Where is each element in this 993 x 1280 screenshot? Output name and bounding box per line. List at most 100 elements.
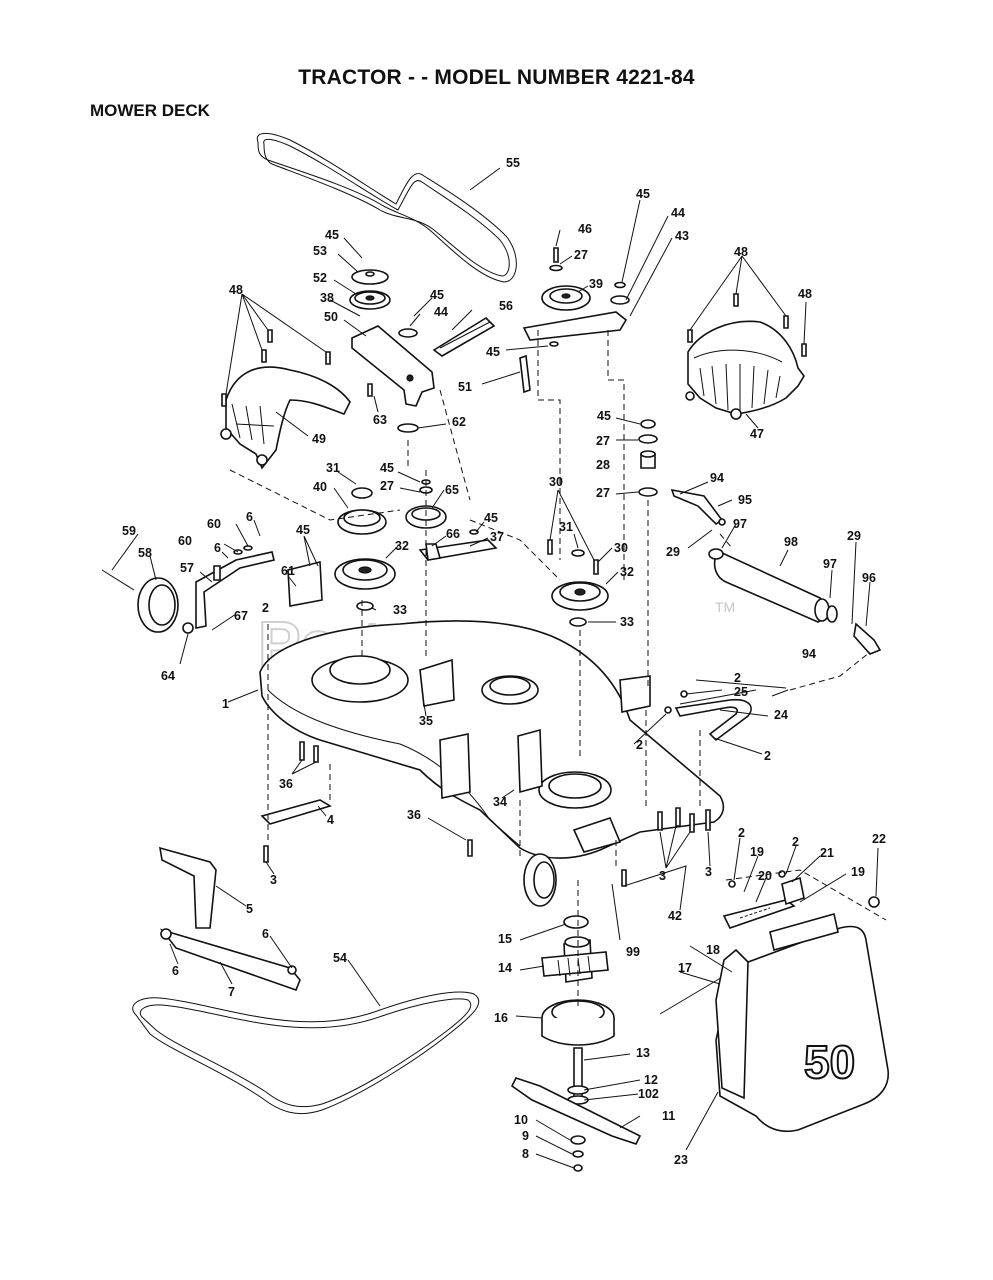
- belt-cover-right[interactable]: [685, 320, 805, 420]
- callout-45[interactable]: 45: [430, 288, 444, 302]
- callout-97[interactable]: 97: [733, 517, 747, 531]
- spring-bracket[interactable]: [722, 869, 887, 929]
- callout-5[interactable]: 5: [246, 902, 253, 916]
- callout-38[interactable]: 38: [320, 291, 334, 305]
- callout-47[interactable]: 47: [750, 427, 764, 441]
- callout-62[interactable]: 62: [452, 415, 466, 429]
- idler-bracket-assembly[interactable]: [349, 269, 531, 433]
- deck-bolts[interactable]: [263, 690, 880, 908]
- callout-39[interactable]: 39: [589, 277, 603, 291]
- callout-95[interactable]: 95: [738, 493, 752, 507]
- callout-51[interactable]: 51: [458, 380, 472, 394]
- callout-6[interactable]: 6: [246, 510, 253, 524]
- callout-15[interactable]: 15: [498, 932, 512, 946]
- spindle-assembly[interactable]: [510, 915, 725, 1172]
- callout-60[interactable]: 60: [207, 517, 221, 531]
- callout-55[interactable]: 55: [506, 156, 520, 170]
- belt-54[interactable]: [132, 991, 480, 1115]
- callout-45[interactable]: 45: [636, 187, 650, 201]
- callout-98[interactable]: 98: [784, 535, 798, 549]
- callout-2[interactable]: 2: [262, 601, 269, 615]
- callout-6[interactable]: 6: [172, 964, 179, 978]
- callout-1[interactable]: 1: [222, 697, 229, 711]
- callout-16[interactable]: 16: [494, 1011, 508, 1025]
- callout-9[interactable]: 9: [522, 1129, 529, 1143]
- callout-21[interactable]: 21: [820, 846, 834, 860]
- callout-24[interactable]: 24: [774, 708, 788, 722]
- callout-52[interactable]: 52: [313, 271, 327, 285]
- callout-94[interactable]: 94: [710, 471, 724, 485]
- callout-4[interactable]: 4: [327, 813, 334, 827]
- bracket-37[interactable]: [418, 529, 498, 561]
- callout-3[interactable]: 3: [659, 869, 666, 883]
- deck-cover[interactable]: 50: [715, 913, 889, 1132]
- gauge-wheel-left[interactable]: [101, 545, 323, 634]
- callout-10[interactable]: 10: [514, 1113, 528, 1127]
- callout-34[interactable]: 34: [493, 795, 507, 809]
- callout-48[interactable]: 48: [798, 287, 812, 301]
- callout-14[interactable]: 14: [498, 961, 512, 975]
- callout-32[interactable]: 32: [395, 539, 409, 553]
- callout-2[interactable]: 2: [734, 671, 741, 685]
- callout-45[interactable]: 45: [325, 228, 339, 242]
- callout-27[interactable]: 27: [596, 434, 610, 448]
- idler-arm-assembly[interactable]: [522, 247, 630, 347]
- callout-19[interactable]: 19: [851, 865, 865, 879]
- callout-60[interactable]: 60: [178, 534, 192, 548]
- callout-53[interactable]: 53: [313, 244, 327, 258]
- callout-50[interactable]: 50: [324, 310, 338, 324]
- callout-45[interactable]: 45: [296, 523, 310, 537]
- callout-27[interactable]: 27: [380, 479, 394, 493]
- callout-48[interactable]: 48: [734, 245, 748, 259]
- spindle-spacer-stack[interactable]: [638, 419, 658, 497]
- callout-59[interactable]: 59: [122, 524, 136, 538]
- callout-65[interactable]: 65: [445, 483, 459, 497]
- callout-23[interactable]: 23: [674, 1153, 688, 1167]
- callout-33[interactable]: 33: [620, 615, 634, 629]
- spindle-pulleys[interactable]: [334, 479, 609, 627]
- callout-17[interactable]: 17: [678, 961, 692, 975]
- callout-31[interactable]: 31: [559, 520, 573, 534]
- callout-19[interactable]: 19: [750, 845, 764, 859]
- callout-25[interactable]: 25: [734, 685, 748, 699]
- callout-29[interactable]: 29: [847, 529, 861, 543]
- callout-46[interactable]: 46: [578, 222, 592, 236]
- callout-35[interactable]: 35: [419, 714, 433, 728]
- callout-29[interactable]: 29: [666, 545, 680, 559]
- callout-56[interactable]: 56: [499, 299, 513, 313]
- callout-12[interactable]: 12: [644, 1073, 658, 1087]
- callout-61[interactable]: 61: [281, 564, 295, 578]
- callout-2[interactable]: 2: [636, 738, 643, 752]
- lift-links[interactable]: [159, 799, 332, 992]
- callout-42[interactable]: 42: [668, 909, 682, 923]
- callout-3[interactable]: 3: [270, 873, 277, 887]
- callout-13[interactable]: 13: [636, 1046, 650, 1060]
- callout-57[interactable]: 57: [180, 561, 194, 575]
- callout-27[interactable]: 27: [596, 486, 610, 500]
- callout-27[interactable]: 27: [574, 248, 588, 262]
- callout-3[interactable]: 3: [705, 865, 712, 879]
- callout-36[interactable]: 36: [279, 777, 293, 791]
- callout-54[interactable]: 54: [333, 951, 347, 965]
- deflector-bracket[interactable]: [674, 698, 752, 742]
- callout-11[interactable]: 11: [662, 1109, 675, 1123]
- callout-28[interactable]: 28: [596, 458, 610, 472]
- callout-8[interactable]: 8: [522, 1147, 529, 1161]
- callout-2[interactable]: 2: [792, 835, 799, 849]
- callout-48[interactable]: 48: [229, 283, 243, 297]
- callout-6[interactable]: 6: [214, 541, 221, 555]
- callout-49[interactable]: 49: [312, 432, 326, 446]
- callout-58[interactable]: 58: [138, 546, 152, 560]
- callout-66[interactable]: 66: [446, 527, 460, 541]
- mower-deck-housing[interactable]: [259, 620, 725, 907]
- callout-67[interactable]: 67: [234, 609, 248, 623]
- callout-63[interactable]: 63: [373, 413, 387, 427]
- callout-2[interactable]: 2: [764, 749, 771, 763]
- callout-20[interactable]: 20: [758, 869, 772, 883]
- callout-96[interactable]: 96: [862, 571, 876, 585]
- callout-97[interactable]: 97: [823, 557, 837, 571]
- callout-43[interactable]: 43: [675, 229, 689, 243]
- callout-40[interactable]: 40: [313, 480, 327, 494]
- anti-scalp-roller[interactable]: [670, 488, 882, 691]
- callout-94[interactable]: 94: [802, 647, 816, 661]
